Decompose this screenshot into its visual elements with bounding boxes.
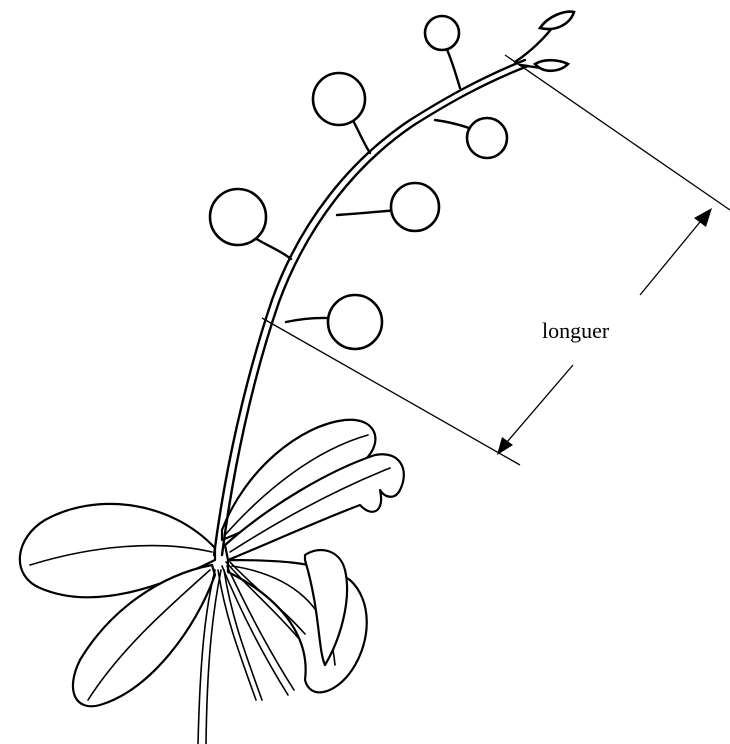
arrow-head-upper bbox=[694, 208, 712, 227]
bud-1 bbox=[540, 12, 574, 29]
flower-2 bbox=[210, 189, 266, 245]
dimension-arrow-lower-shaft bbox=[507, 365, 573, 442]
dimension-upper-line bbox=[505, 55, 730, 210]
flower-branches bbox=[250, 24, 560, 322]
leaves bbox=[20, 420, 404, 707]
flower-6 bbox=[425, 16, 459, 50]
arrow-head-lower bbox=[497, 437, 513, 455]
length-label: longuer bbox=[542, 318, 610, 343]
dimension-arrow-upper-shaft bbox=[640, 222, 700, 295]
flower-1 bbox=[328, 295, 382, 349]
bud-2 bbox=[535, 60, 568, 71]
flower-4 bbox=[313, 73, 365, 125]
flower-3 bbox=[391, 183, 439, 231]
flower-5 bbox=[467, 118, 507, 158]
